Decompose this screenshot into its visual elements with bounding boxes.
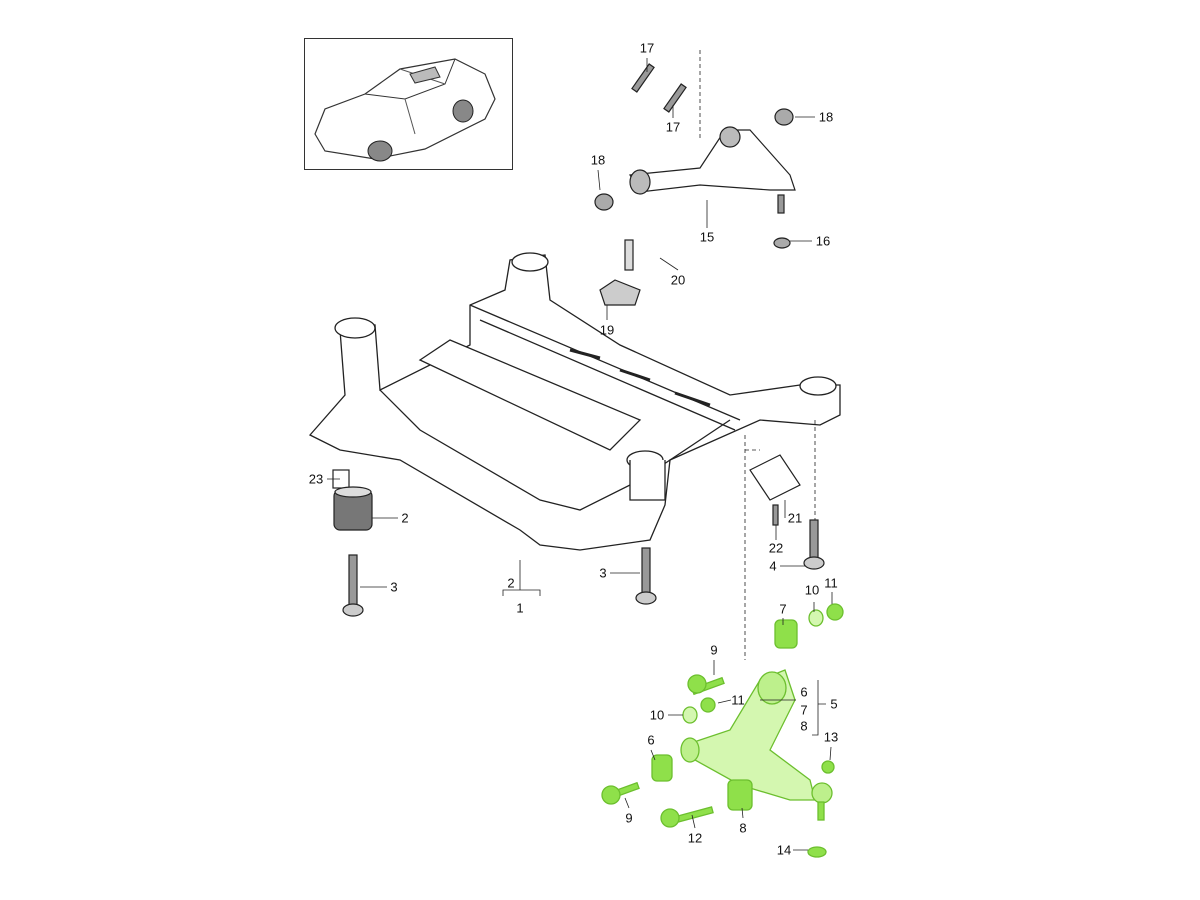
subframe-mount[interactable] — [332, 454, 825, 617]
callout-17[interactable]: 17 — [665, 119, 681, 135]
callout-19[interactable]: 19 — [599, 322, 615, 338]
callout-2[interactable]: 2 — [507, 575, 515, 591]
callout-13[interactable]: 13 — [823, 729, 839, 745]
callout-5[interactable]: 5 — [830, 696, 838, 712]
callout-1[interactable]: 1 — [516, 600, 524, 616]
callout-23[interactable]: 23 — [308, 471, 324, 487]
callout-6[interactable]: 6 — [647, 732, 655, 748]
car-icon — [314, 58, 496, 162]
upper-control-arm[interactable] — [594, 63, 796, 306]
callout-12[interactable]: 12 — [687, 830, 703, 846]
callout-3[interactable]: 3 — [599, 565, 607, 581]
callout-9[interactable]: 9 — [710, 642, 718, 658]
vehicle-thumbnail — [304, 38, 513, 170]
callout-7[interactable]: 7 — [779, 601, 787, 617]
callout-22[interactable]: 22 — [768, 540, 784, 556]
callout-11[interactable]: 11 — [731, 692, 745, 708]
callout-3[interactable]: 3 — [390, 579, 398, 595]
callout-4[interactable]: 4 — [769, 558, 777, 574]
callout-10[interactable]: 10 — [649, 707, 665, 723]
leader-lines — [327, 50, 833, 851]
callout-6[interactable]: 6 — [800, 684, 808, 700]
callout-9[interactable]: 9 — [625, 810, 633, 826]
lower-control-arm[interactable] — [601, 603, 844, 858]
callout-11[interactable]: 11 — [824, 575, 838, 591]
callout-14[interactable]: 14 — [776, 842, 792, 858]
callout-15[interactable]: 15 — [699, 229, 715, 245]
callout-2[interactable]: 2 — [401, 510, 409, 526]
callout-17[interactable]: 17 — [639, 40, 655, 56]
callout-21[interactable]: 21 — [787, 510, 803, 526]
callout-10[interactable]: 10 — [804, 582, 820, 598]
callout-16[interactable]: 16 — [815, 233, 831, 249]
callout-8[interactable]: 8 — [800, 718, 808, 734]
callout-18[interactable]: 18 — [590, 152, 606, 168]
callout-7[interactable]: 7 — [800, 702, 808, 718]
front-subframe[interactable] — [308, 252, 841, 551]
callout-18[interactable]: 18 — [818, 109, 834, 125]
callout-8[interactable]: 8 — [739, 820, 747, 836]
callout-20[interactable]: 20 — [670, 272, 686, 288]
